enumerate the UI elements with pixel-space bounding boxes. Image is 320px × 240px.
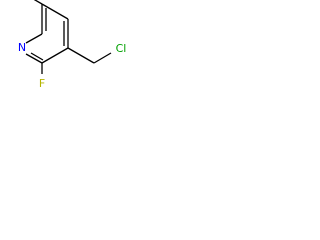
bond-n-c2-inner (30, 52, 44, 61)
bond-c3-ch2 (67, 47, 95, 64)
bond-c2-c3 (41, 47, 69, 64)
bond-n-c2 (25, 53, 43, 64)
pyridine-structure-diagram: N F Cl (18, 0, 127, 90)
bond-ch2-chlorine (93, 52, 112, 64)
bond-c6-n (25, 33, 43, 44)
atom-nitrogen-label: N (18, 41, 26, 54)
bond-c4-c5 (41, 3, 69, 20)
atom-chlorine-label: Cl (116, 42, 127, 55)
bond-c6-methyl (33, 0, 43, 5)
atom-fluorine-label: F (39, 77, 45, 90)
